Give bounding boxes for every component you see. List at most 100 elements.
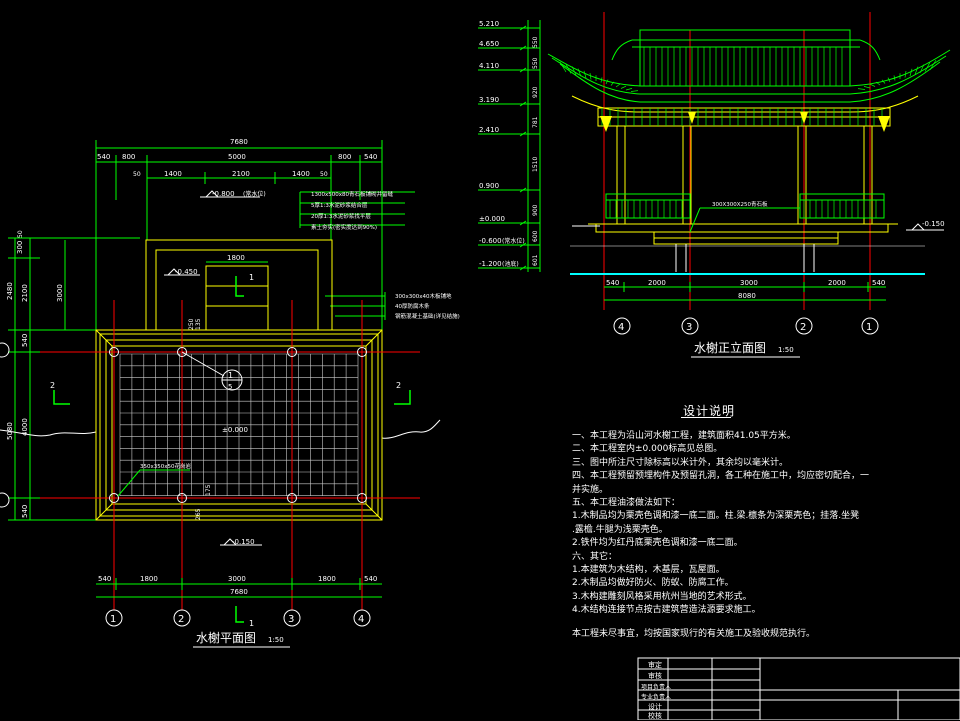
plan-top-dim2: 1400	[164, 170, 182, 178]
plan-bottom-dimensions	[96, 578, 382, 598]
plan-left-dim: 540	[21, 334, 29, 347]
level-marker	[220, 538, 262, 546]
elevation-view: 5.210 4.650 4.110 3.190 2.410 0.900 ±0.0…	[478, 12, 951, 358]
level-marker	[164, 268, 200, 276]
elev-dash-ticks	[519, 25, 527, 271]
note-line: .露檐.牛腿为浅栗壳色。	[572, 524, 668, 535]
plan-section-mark: 2	[396, 381, 401, 390]
bench-slats	[609, 200, 877, 218]
elev-bottom-total: 8080	[738, 292, 756, 300]
plan-callout: 5厚1:3水泥砂浆结合层	[311, 201, 368, 209]
plan-left-dim: 2480	[6, 282, 14, 300]
plan-axis-label: 4	[358, 614, 364, 625]
note-line: 1.本建筑为木结构，木基层，瓦屋面。	[572, 565, 725, 576]
title-block-label: 设计	[648, 703, 662, 711]
design-notes: 一、本工程为沿山河水榭工程，建筑面积41.05平方米。 二、本工程室内±0.00…	[572, 430, 912, 618]
elev-level: 5.210	[479, 20, 499, 28]
elev-bottom-dim: 2000	[648, 279, 666, 287]
plan-top-dim2: 2100	[232, 170, 250, 178]
plan-callout: 20厚1:3水泥砂浆找平层	[311, 212, 371, 220]
detail-sub: 5	[228, 383, 232, 391]
beam-note: 300X300X250青石板	[712, 200, 768, 208]
plan-axis-lines	[40, 300, 420, 610]
beam-leader	[689, 207, 800, 233]
elevation-title: 水榭正立面图	[694, 340, 766, 355]
plan-top-dim2: 1400	[292, 170, 310, 178]
title-block-label: 项目负责人	[641, 684, 672, 691]
plan-platform-dim: 1800	[227, 254, 245, 262]
note-line: 3.木构建雕刻风格采用杭州当地的艺术形式。	[572, 591, 752, 602]
floor-grid	[119, 353, 359, 496]
elev-level: 3.190	[479, 96, 499, 104]
callout-leaders	[299, 191, 415, 320]
stone-footings	[572, 225, 815, 272]
note-line: 五、本工程油漆做法如下：	[572, 498, 681, 509]
plan-axis-bubbles	[105, 609, 371, 627]
title-block-label: 校核	[648, 712, 662, 720]
elev-side-dim: 550	[532, 57, 539, 69]
elev-level: -1.200	[479, 260, 502, 268]
plan-top-dim: 5000	[228, 153, 246, 161]
pavilion-frame	[95, 329, 383, 521]
detail-mark: 1	[228, 371, 233, 380]
plan-top-dim: 800	[338, 153, 351, 161]
elev-axis-label: 2	[800, 322, 806, 333]
note-line: 2.木制品均做好防火、防蚁、防腐工作。	[572, 578, 734, 589]
elev-bottom-dim: 3000	[740, 279, 758, 287]
elev-level: 4.650	[479, 40, 499, 48]
note-line: 4.木结构连接节点按古建筑营造法源要求施工。	[572, 605, 761, 616]
plan-left-dim: 300	[16, 241, 24, 254]
elev-base	[588, 223, 898, 245]
elev-level: 4.110	[479, 62, 499, 70]
plan-top-total: 7680	[230, 138, 248, 146]
elev-axis-label: 4	[618, 322, 624, 333]
note-line: 一、本工程为沿山河水榭工程，建筑面积41.05平方米。	[572, 431, 796, 441]
title-block	[637, 657, 960, 720]
level-marker	[906, 223, 944, 231]
elev-side-dim: 1510	[532, 157, 539, 172]
plan-top-dim: 800	[122, 153, 135, 161]
plan-level-center: ±0.000	[222, 426, 248, 434]
plan-top-dim: 540	[364, 153, 377, 161]
notes-title-underline	[681, 417, 731, 418]
pavilion-roof	[547, 29, 951, 103]
title-block-label: 专业负责人	[641, 694, 672, 701]
elev-level-note: (池底)	[502, 260, 519, 268]
plan-small-dim: 135	[195, 318, 202, 330]
elev-level-note: (常水位)	[502, 237, 525, 245]
plan-axis-label: 1	[110, 614, 116, 625]
note-line: 并实施。	[572, 484, 609, 495]
plan-scale: 1:50	[268, 636, 284, 644]
plan-left-dim: 4000	[21, 418, 29, 436]
plan-level: -0.450	[175, 268, 198, 276]
elev-side-dim: 550	[532, 36, 539, 48]
elevation-scale: 1:50	[778, 346, 794, 354]
note-line: 三、图中所注尺寸除标高以米计外，其余均以毫米计。	[572, 457, 789, 468]
corner-diagonals	[95, 329, 383, 521]
plan-top-dimensions	[95, 140, 383, 340]
plan-left-dim: 2100	[21, 284, 29, 302]
stone-leader	[117, 469, 190, 497]
section-arrow	[53, 390, 411, 405]
stone-note: 350x350x50花岗岩	[140, 462, 192, 470]
plan-small-dim: 265	[195, 508, 202, 520]
elev-side-dim: 600	[532, 230, 539, 242]
plan-small-dim: 50	[133, 171, 141, 178]
plan-callout: 素土夯实(密实度达到90%)	[311, 223, 377, 231]
plan-level-water-note: (常水位)	[243, 190, 266, 198]
elev-axis-label: 3	[686, 322, 692, 333]
elev-level: ±0.000	[479, 215, 505, 223]
elev-bottom-dim: 540	[872, 279, 885, 287]
plan-bottom-dim: 540	[364, 575, 377, 583]
elev-side-dim: 920	[532, 86, 539, 98]
plan-bottom-dim: 540	[98, 575, 111, 583]
plan-left-dim: 50	[17, 230, 24, 238]
plan-small-dim: 50	[320, 171, 328, 178]
plan-level-water: -0.800	[212, 190, 235, 198]
detail-bubble	[181, 351, 243, 391]
elev-side-dim: 900	[532, 204, 539, 216]
elev-side-dim: 781	[532, 116, 539, 128]
elev-axis-label: 1	[866, 322, 872, 333]
notes-title: 设计说明	[683, 404, 736, 418]
roof-eave	[571, 95, 919, 127]
